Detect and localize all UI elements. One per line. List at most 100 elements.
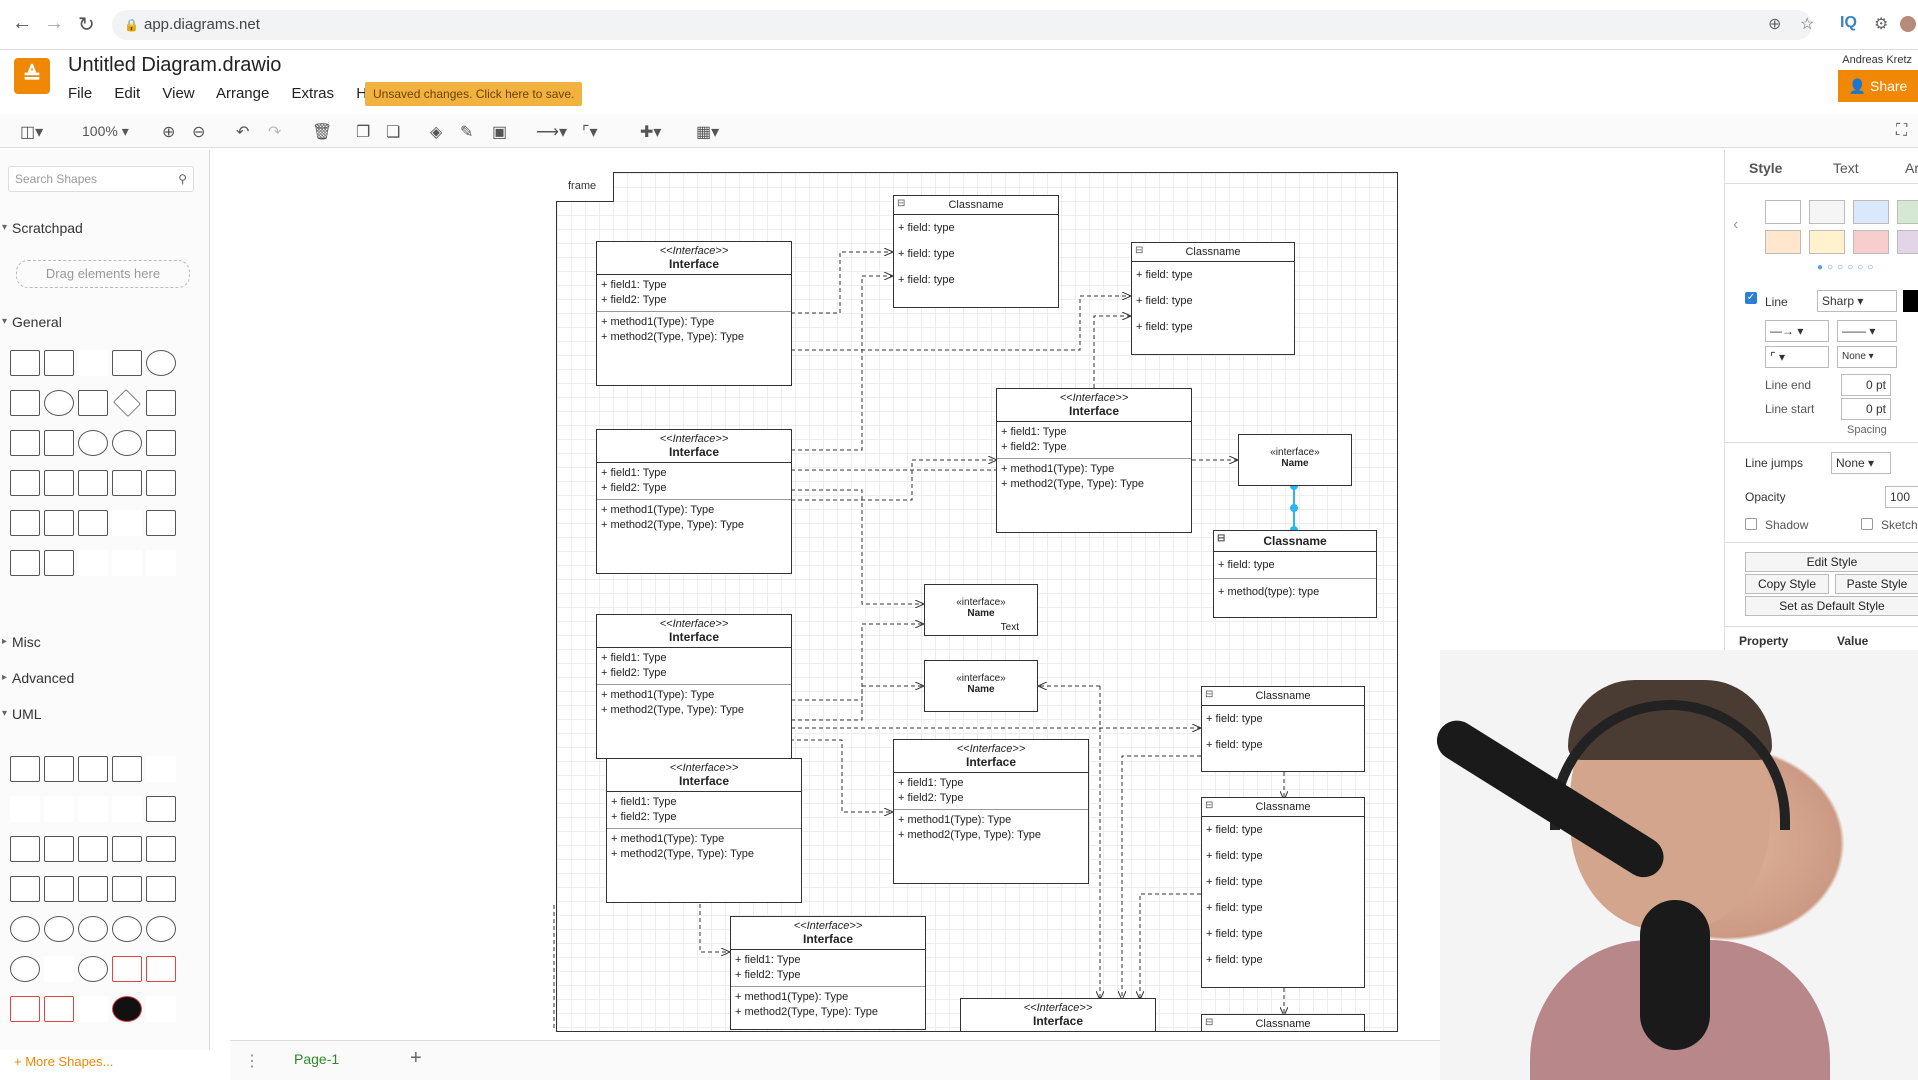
menu-edit[interactable]: Edit bbox=[114, 85, 141, 102]
forward-icon[interactable]: → bbox=[44, 12, 64, 34]
shape[interactable] bbox=[78, 876, 108, 902]
shape[interactable] bbox=[112, 756, 142, 782]
shape[interactable] bbox=[146, 350, 176, 376]
shape[interactable] bbox=[10, 390, 40, 416]
fill-color-icon[interactable]: ◈ bbox=[430, 124, 443, 141]
zoom-in-icon[interactable]: ⊕ bbox=[162, 124, 176, 141]
shape[interactable] bbox=[10, 956, 40, 982]
color-swatch[interactable] bbox=[1853, 230, 1889, 254]
redo-icon[interactable]: ↷ bbox=[268, 124, 282, 141]
connection-icon[interactable]: ⟶▾ bbox=[536, 124, 567, 141]
profile-avatar[interactable] bbox=[1900, 16, 1916, 32]
undo-icon[interactable]: ↶ bbox=[236, 124, 250, 141]
reload-icon[interactable]: ↻ bbox=[78, 14, 95, 36]
color-swatch[interactable] bbox=[1765, 200, 1801, 224]
add-page-button[interactable]: + bbox=[410, 1047, 422, 1069]
shape[interactable] bbox=[44, 836, 74, 862]
shape[interactable] bbox=[44, 756, 74, 782]
color-swatch[interactable] bbox=[1897, 230, 1918, 254]
shape[interactable] bbox=[44, 510, 74, 536]
shape[interactable] bbox=[112, 916, 142, 942]
shape[interactable] bbox=[44, 390, 74, 416]
connector[interactable] bbox=[791, 686, 924, 721]
color-swatch[interactable] bbox=[1897, 200, 1918, 224]
shape[interactable] bbox=[10, 510, 40, 536]
tab-arrange[interactable]: Arrange bbox=[1905, 160, 1918, 176]
more-shapes-button[interactable]: + More Shapes... bbox=[14, 1054, 114, 1069]
shape[interactable] bbox=[78, 996, 108, 1022]
shape[interactable] bbox=[78, 756, 108, 782]
connector[interactable] bbox=[791, 296, 1131, 351]
shape[interactable] bbox=[44, 956, 74, 982]
edit-style-button[interactable]: Edit Style bbox=[1745, 552, 1918, 572]
connector[interactable] bbox=[1122, 755, 1201, 1000]
shape[interactable] bbox=[44, 796, 74, 822]
connector[interactable] bbox=[1140, 893, 1201, 1000]
shape[interactable] bbox=[112, 836, 142, 862]
pages-menu-icon[interactable]: ⋮ bbox=[244, 1053, 260, 1070]
shape[interactable] bbox=[78, 956, 108, 982]
prev-palette-icon[interactable]: ‹ bbox=[1733, 216, 1739, 233]
shape[interactable] bbox=[146, 876, 176, 902]
interface-box-small[interactable]: «interface» Name bbox=[1238, 434, 1352, 486]
set-default-style-button[interactable]: Set as Default Style bbox=[1745, 596, 1918, 616]
shape[interactable] bbox=[44, 350, 74, 376]
color-swatch[interactable] bbox=[1765, 230, 1801, 254]
edge-handle[interactable] bbox=[1290, 504, 1298, 512]
shape[interactable] bbox=[146, 996, 176, 1022]
interface-box[interactable]: <<Interface>>Interface + field1: Type+ f… bbox=[730, 916, 926, 1030]
shape[interactable] bbox=[112, 956, 142, 982]
shape[interactable] bbox=[44, 876, 74, 902]
class-box[interactable]: Classname + field: type + field: type + … bbox=[1201, 797, 1365, 988]
class-box[interactable]: Classname + field: type + field: type + … bbox=[893, 195, 1059, 308]
line-pattern-select[interactable]: —→ ▾ bbox=[1765, 320, 1829, 342]
interface-box[interactable]: <<Interface>>Interface + field1: Type+ f… bbox=[596, 241, 792, 386]
color-swatch[interactable] bbox=[1809, 200, 1845, 224]
sketch-checkbox[interactable] bbox=[1861, 518, 1873, 530]
shape[interactable] bbox=[112, 470, 142, 496]
menu-arrange[interactable]: Arrange bbox=[215, 85, 270, 102]
section-advanced[interactable]: Advanced bbox=[0, 670, 74, 686]
search-icon[interactable]: ⚲ bbox=[178, 172, 187, 186]
scratchpad-drop-zone[interactable]: Drag elements here bbox=[16, 260, 190, 288]
section-misc[interactable]: Misc bbox=[0, 634, 41, 650]
shape[interactable] bbox=[146, 550, 176, 576]
line-checkbox[interactable]: ✓ bbox=[1745, 292, 1757, 304]
shape[interactable] bbox=[44, 916, 74, 942]
shape[interactable] bbox=[78, 916, 108, 942]
menu-file[interactable]: File bbox=[68, 85, 93, 102]
connector[interactable] bbox=[791, 276, 893, 451]
connector[interactable] bbox=[791, 489, 924, 604]
waypoints-icon[interactable]: ⌜▾ bbox=[582, 124, 598, 141]
back-icon[interactable]: ← bbox=[12, 12, 32, 34]
shape[interactable] bbox=[44, 430, 74, 456]
shape[interactable] bbox=[10, 876, 40, 902]
color-swatch[interactable] bbox=[1809, 230, 1845, 254]
fullscreen-icon[interactable]: ⛶ bbox=[1896, 122, 1908, 139]
shape[interactable] bbox=[78, 550, 108, 576]
interface-box-small[interactable]: «interface» Name bbox=[924, 660, 1038, 712]
class-box[interactable]: Classname + field: type + field: type + … bbox=[1131, 242, 1295, 355]
shape[interactable] bbox=[112, 796, 142, 822]
interface-box[interactable]: <<Interface>>Interface + field1: Type+ f… bbox=[996, 388, 1192, 533]
connector[interactable] bbox=[699, 904, 730, 952]
extension-iq-icon[interactable]: IQ bbox=[1840, 14, 1857, 31]
interface-box-small[interactable]: «interface» Name Text bbox=[924, 584, 1038, 636]
to-front-icon[interactable]: ❐ bbox=[356, 124, 371, 141]
shape[interactable] bbox=[78, 470, 108, 496]
general-shapes[interactable] bbox=[10, 350, 200, 590]
star-icon[interactable]: ☆ bbox=[1800, 16, 1815, 33]
shape[interactable] bbox=[78, 350, 108, 376]
shape[interactable] bbox=[10, 550, 40, 576]
connector[interactable] bbox=[791, 460, 997, 501]
shape[interactable] bbox=[146, 836, 176, 862]
line-width-select[interactable]: —— ▾ bbox=[1837, 320, 1897, 342]
address-bar[interactable]: 🔒app.diagrams.net bbox=[112, 10, 1812, 40]
copy-style-button[interactable]: Copy Style bbox=[1745, 574, 1829, 594]
panels-icon[interactable]: ◫▾ bbox=[20, 124, 44, 141]
shape[interactable] bbox=[146, 916, 176, 942]
table-icon[interactable]: ▦▾ bbox=[696, 124, 720, 141]
connector[interactable] bbox=[791, 252, 893, 314]
shadow-icon[interactable]: ▣ bbox=[492, 124, 508, 141]
menu-view[interactable]: View bbox=[162, 85, 195, 102]
